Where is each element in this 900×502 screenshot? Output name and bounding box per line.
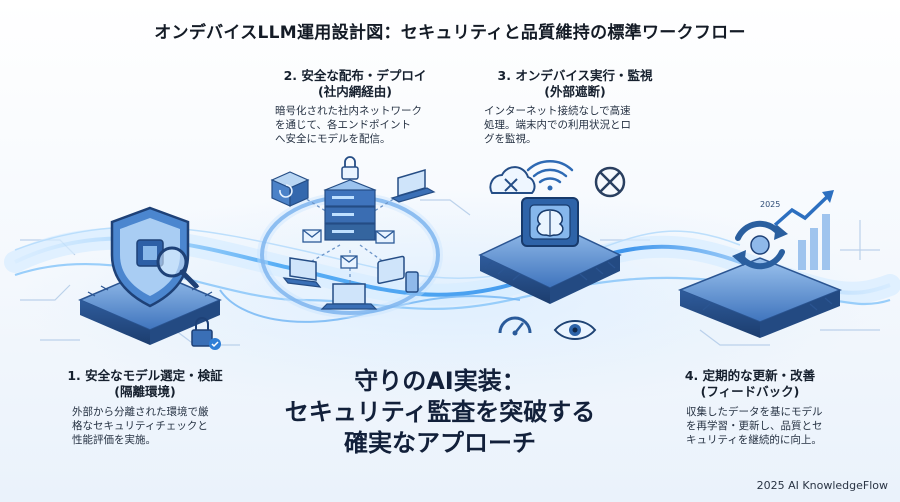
page-title: オンデバイスLLM運用設計図：セキュリティと品質維持の標準ワークフロー: [154, 23, 746, 43]
step-3-desc-line: 処理。端末内での利用状況とロ: [484, 119, 631, 131]
no-connection-icon: [594, 166, 626, 198]
step-1-subtitle: (隔離環境): [114, 384, 176, 399]
step-1-heading: 1. 安全なモデル選定・検証 (隔離環境): [40, 368, 250, 400]
step-1-desc-line: 格なセキュリティチェックと: [72, 420, 208, 432]
step-2-desc-line: を通じて、各エンドポイント: [275, 119, 411, 131]
step-3-description: インターネット接続なしで高速 処理。端末内での利用状況とロ グを監視。: [484, 104, 674, 146]
gauge-icon: [498, 316, 532, 336]
brain-chip-icon: [478, 197, 622, 304]
step-4-desc-line: 収集したデータを基にモデル: [686, 406, 823, 418]
step-3-desc-line: グを監視。: [484, 133, 537, 145]
server-network-icon: [270, 156, 436, 310]
eye-icon: [553, 320, 597, 340]
center-message-line: セキュリティ監査を突破する: [284, 398, 596, 426]
padlock-icon: [191, 317, 221, 350]
wifi-icon: [526, 160, 574, 191]
step-4-heading: 4. 定期的な更新・改善 (フィードバック): [650, 368, 850, 400]
step-4-description: 収集したデータを基にモデル を再学習・更新し、品質とセ キュリティを継続的に向上…: [686, 405, 861, 447]
step-4-desc-line: キュリティを継続的に向上。: [686, 434, 822, 446]
shield-chip-icon: [78, 206, 222, 345]
growth-chart-icon: 2025: [760, 190, 834, 270]
step-1-desc-line: 外部から分離された環境で厳: [72, 406, 209, 418]
step-2-description: 暗号化された社内ネットワーク を通じて、各エンドポイント へ安全にモデルを配信。: [275, 104, 455, 146]
center-message: 守りのAI実装： セキュリティ監査を突破する 確実なアプローチ: [250, 366, 630, 459]
step-4-subtitle: (フィードバック): [700, 384, 800, 399]
step-4-desc-line: を再学習・更新し、品質とセ: [686, 420, 823, 432]
step-3-desc-line: インターネット接続なしで高速: [484, 105, 631, 117]
step-2-desc-line: へ安全にモデルを配信。: [275, 133, 391, 145]
step-1-description: 外部から分離された環境で厳 格なセキュリティチェックと 性能評価を実施。: [72, 405, 242, 447]
step-2-desc-line: 暗号化された社内ネットワーク: [275, 105, 422, 117]
svg-text:2025: 2025: [760, 200, 780, 209]
cloud-offline-icon: [489, 166, 536, 194]
step-3-heading: 3. オンデバイス実行・監視 (外部遮断): [470, 68, 680, 100]
step-2-title: 2. 安全な配布・デプロイ: [283, 68, 427, 83]
step-2-heading: 2. 安全な配布・デプロイ (社内網経由): [245, 68, 465, 100]
step-2-subtitle: (社内網経由): [318, 84, 392, 99]
refresh-chip-icon: [677, 220, 843, 338]
footer-credit: 2025 AI KnowledgeFlow: [756, 479, 888, 492]
step-4-title: 4. 定期的な更新・改善: [684, 368, 816, 383]
step-1-title: 1. 安全なモデル選定・検証: [67, 368, 223, 383]
center-message-line: 確実なアプローチ: [344, 429, 536, 457]
center-message-line: 守りのAI実装：: [354, 367, 526, 395]
step-1-desc-line: 性能評価を実施。: [72, 434, 156, 446]
step-3-subtitle: (外部遮断): [544, 84, 606, 99]
step-3-title: 3. オンデバイス実行・監視: [497, 68, 653, 83]
